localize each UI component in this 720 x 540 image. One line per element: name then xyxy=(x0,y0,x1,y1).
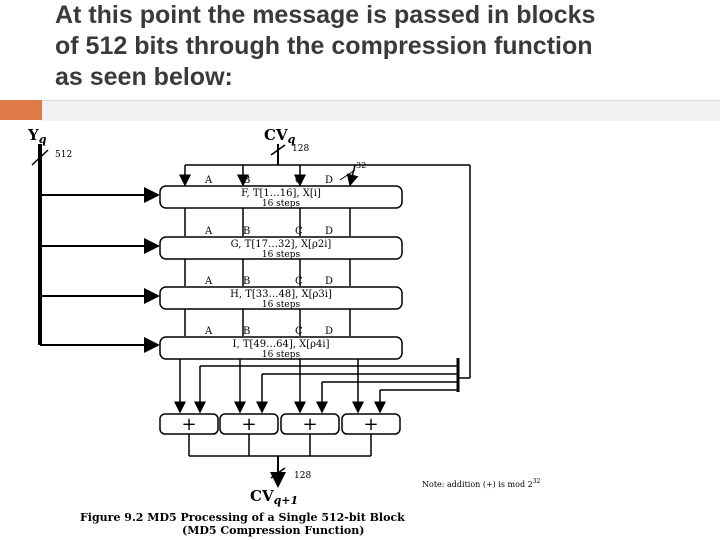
chain-in-label: CVq xyxy=(264,126,296,146)
round-2-reg-b: B xyxy=(243,226,250,237)
input-width-label: 512 xyxy=(55,150,72,160)
round-3-func: H, T[33…48], X[ρ3i] xyxy=(230,289,332,300)
title-line-3: as seen below: xyxy=(55,63,233,91)
round-3-reg-c: C xyxy=(295,276,303,287)
top-bus-drop-d xyxy=(346,164,359,187)
round-4-steps: 16 steps xyxy=(262,350,301,360)
round-3-steps: 16 steps xyxy=(262,300,301,310)
adder-4-symbol: + xyxy=(363,414,378,435)
round-4-reg-c: C xyxy=(295,326,303,337)
round-3-reg-b: B xyxy=(243,276,250,287)
round-2-reg-c: C xyxy=(295,226,303,237)
round-1-reg-b: B xyxy=(243,175,250,186)
adder-row: + + + + xyxy=(159,413,401,435)
round-1-reg-c: C xyxy=(295,175,303,186)
round-box-3: A B C D H, T[33…48], X[ρ3i] 16 steps xyxy=(159,276,403,310)
round-1-reg-a: A xyxy=(204,175,213,186)
bus-width-label: 32 xyxy=(356,161,366,170)
chain-in-width: 128 xyxy=(292,144,309,154)
round-1-func: F, T[1…16], X[i] xyxy=(241,188,321,199)
round-2-reg-a: A xyxy=(204,226,213,237)
round-box-1: A B C D F, T[1…16], X[i] 16 steps xyxy=(159,175,403,209)
round-4-reg-a: A xyxy=(204,326,213,337)
title-line-1: At this point the message is passed in b… xyxy=(55,1,596,29)
round-1-reg-d: D xyxy=(325,175,333,186)
round-2-reg-d: D xyxy=(325,226,333,237)
header-rule xyxy=(42,100,720,121)
slide-title: At this point the message is passed in b… xyxy=(55,0,715,93)
md5-diagram: Yq 512 CVq 128 32 A B C D F, T[1…16], X[… xyxy=(27,126,541,537)
note-text: Note: addition (+) is mod 232 xyxy=(422,478,541,489)
figure-subcaption: (MD5 Compression Function) xyxy=(182,524,364,537)
adder-3-symbol: + xyxy=(302,414,317,435)
adder-2-symbol: + xyxy=(241,414,256,435)
header-accent-bar xyxy=(0,100,42,120)
round-box-2: A B C D G, T[17…32], X[ρ2i] 16 steps xyxy=(159,226,403,260)
round-1-steps: 16 steps xyxy=(262,199,301,209)
chain-in-slash xyxy=(270,144,286,156)
input-block-label: Yq xyxy=(27,126,47,146)
adder-1-symbol: + xyxy=(181,414,196,435)
round-3-reg-d: D xyxy=(325,276,333,287)
round-4-reg-d: D xyxy=(325,326,333,337)
round-box-4: A B C D I, T[49…64], X[ρ4i] 16 steps xyxy=(159,326,403,360)
round-2-func: G, T[17…32], X[ρ2i] xyxy=(231,239,332,250)
chain-out-label: CVq+1 xyxy=(250,487,298,507)
figure-caption: Figure 9.2 MD5 Processing of a Single 51… xyxy=(80,511,405,524)
chain-out-slash xyxy=(270,467,286,479)
title-line-2: of 512 bits through the compression func… xyxy=(55,32,593,60)
chain-out-width: 128 xyxy=(294,471,311,481)
bus-width-slash xyxy=(339,169,356,181)
round-4-func: I, T[49…64], X[ρ4i] xyxy=(233,339,330,350)
round-4-reg-b: B xyxy=(243,326,250,337)
round-3-reg-a: A xyxy=(204,276,213,287)
input-width-slash xyxy=(31,149,49,166)
round-2-steps: 16 steps xyxy=(262,250,301,260)
